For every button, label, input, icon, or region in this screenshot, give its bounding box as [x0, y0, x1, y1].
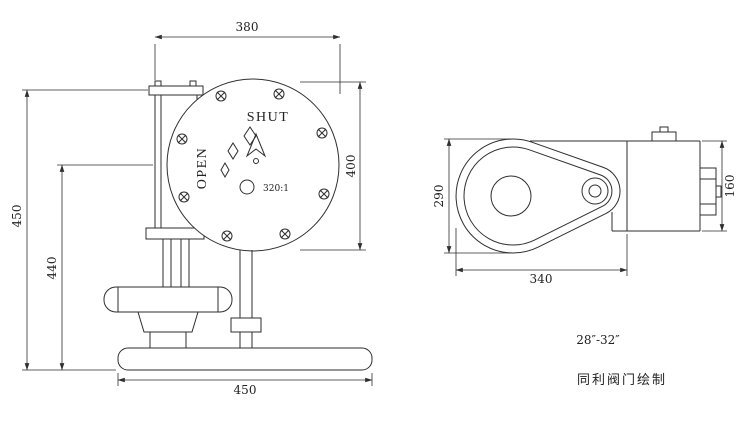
yoke-top-cap	[148, 85, 204, 96]
dim-bottom-width: 450	[117, 373, 373, 397]
ratio-plate-circle	[239, 179, 255, 195]
diamond-marker-icon	[243, 126, 257, 146]
diamond-marker-icon	[220, 161, 230, 179]
valve-assembly	[103, 239, 233, 348]
dim-left-inner-label: 440	[45, 257, 59, 280]
drawing-notes: 28″-32″ 同利阀门绘制	[576, 333, 667, 388]
yoke-base-flange	[145, 227, 205, 240]
dim-left-outer-height: 450	[10, 89, 148, 371]
position-indicator-dial: SHUT OPEN 320:1	[195, 110, 290, 195]
shut-label: SHUT	[247, 110, 290, 125]
worm-housing-outline	[455, 138, 621, 254]
end-cap	[699, 167, 717, 216]
base-plate	[117, 347, 373, 371]
dim-side-right-height: 160	[702, 140, 737, 232]
valve-bonnet	[137, 311, 199, 333]
dim-left-outer-label: 450	[10, 205, 24, 228]
input-shaft-stub	[715, 185, 722, 198]
dim-right-height-label: 400	[344, 155, 358, 178]
dim-side-left-label: 290	[432, 185, 446, 208]
pointer-icon	[245, 132, 267, 158]
dim-top-width: 380	[154, 20, 341, 94]
output-bore	[490, 175, 532, 217]
gear-housing	[166, 78, 340, 252]
front-view-actuator: SHUT OPEN 320:1 380	[10, 20, 373, 397]
top-lug	[651, 131, 677, 142]
yoke-bolt-right	[189, 80, 197, 87]
dim-side-right-label: 160	[723, 175, 737, 198]
valve-top-flange	[103, 286, 233, 313]
dim-left-inner-height: 440	[45, 164, 153, 371]
dim-right-height: 400	[300, 81, 366, 251]
open-label: OPEN	[195, 147, 210, 190]
gearbox-body	[530, 126, 722, 232]
dim-side-bottom-width: 340	[455, 228, 628, 286]
dim-side-bottom-label: 340	[530, 272, 553, 286]
pedestal	[117, 250, 373, 371]
side-view-actuator: 290 340 160	[432, 126, 737, 286]
dim-bottom-width-label: 450	[234, 383, 257, 397]
stem-coupling	[230, 317, 262, 333]
size-range-note: 28″-32″	[576, 333, 620, 347]
credit-note: 同利阀门绘制	[577, 373, 667, 388]
dim-top-width-label: 380	[236, 20, 259, 34]
dim-side-left-height: 290	[432, 138, 511, 254]
top-fitting	[659, 126, 669, 133]
diamond-marker-icon	[227, 142, 239, 160]
worm-shaft	[588, 184, 602, 198]
yoke-column	[145, 80, 205, 240]
gear-ratio-label: 320:1	[263, 184, 289, 194]
worm-shaft-boss	[581, 177, 609, 205]
yoke-bolt-left	[154, 80, 162, 87]
spindle-center	[253, 158, 259, 164]
worm-housing-inner	[463, 146, 613, 246]
